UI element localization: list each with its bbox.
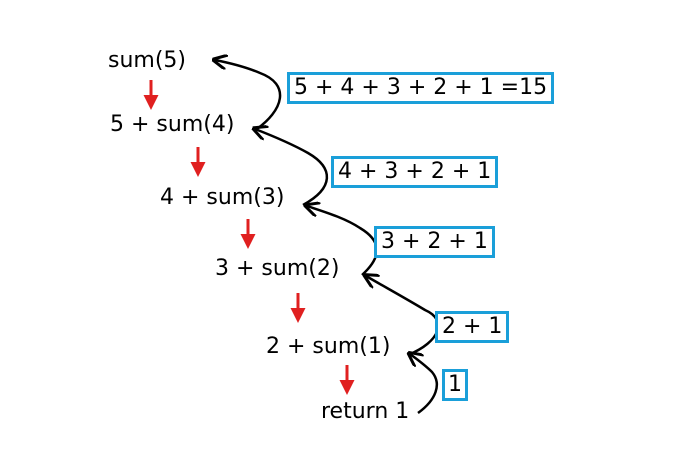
- step-sum4: 5 + sum(4): [110, 112, 235, 137]
- step-sum2: 3 + sum(2): [215, 256, 340, 281]
- result-box-sum2: 2 + 1: [435, 311, 510, 343]
- return-arrow-5: [215, 60, 282, 133]
- step-sum3: 4 + sum(3): [160, 185, 285, 210]
- step-base-case: return 1: [321, 399, 410, 424]
- return-arrow-1: [410, 354, 438, 415]
- result-box-sum3: 3 + 2 + 1: [374, 226, 495, 258]
- result-box-sum4: 4 + 3 + 2 + 1: [331, 156, 499, 188]
- return-arrow-2: [366, 276, 440, 357]
- return-arrow-4: [255, 129, 329, 207]
- return-arrow-3: [307, 206, 379, 276]
- result-box-sum1: 1: [442, 369, 468, 401]
- step-sum5: sum(5): [108, 48, 186, 73]
- step-sum1: 2 + sum(1): [266, 334, 391, 359]
- result-box-sum5: 5 + 4 + 3 + 2 + 1 =15: [287, 72, 555, 104]
